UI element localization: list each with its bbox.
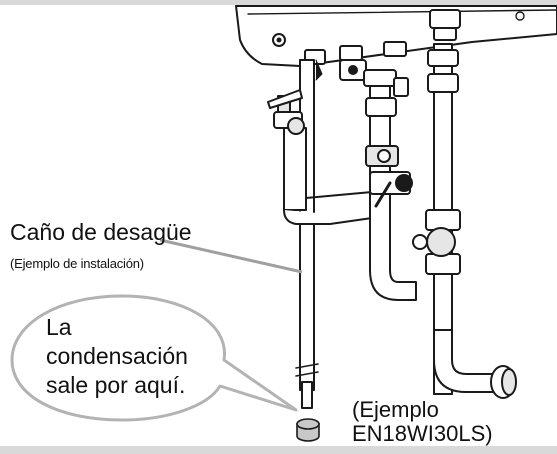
drain-pipe-label: Caño de desagüe xyxy=(10,219,192,245)
installation-example-note: (Ejemplo de instalación) xyxy=(10,256,144,271)
water-heater-unit xyxy=(235,5,557,81)
condensation-callout-text: La condensación sale por aquí. xyxy=(46,314,188,398)
cold-water-pipe xyxy=(267,89,373,225)
frame-bottom-bar xyxy=(0,446,557,454)
condensation-drop xyxy=(296,418,320,442)
leader-line xyxy=(159,238,303,274)
speech-bubble xyxy=(10,294,298,422)
hot-water-pipe xyxy=(363,69,417,301)
right-water-pipe xyxy=(412,43,517,399)
model-example-caption: (Ejemplo EN18WI30LS) xyxy=(352,397,493,446)
frame-top-bar xyxy=(0,0,557,5)
